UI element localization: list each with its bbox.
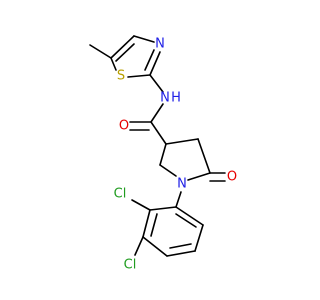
atom-n-thiazole: N bbox=[155, 37, 165, 52]
bond-nh-carbonyl bbox=[150, 103, 164, 123]
bond-ph-c5-c6 bbox=[194, 224, 204, 252]
molecule-svg: S N N H O N O Cl Cl bbox=[89, 35, 237, 273]
atom-s: S bbox=[117, 69, 125, 84]
molecule-diagram: S N N H O N O Cl Cl bbox=[89, 35, 237, 273]
bond-n3-c2 bbox=[149, 51, 161, 76]
bond-c3-c4 bbox=[165, 138, 199, 145]
bond-ph-c4-c5 bbox=[166, 250, 196, 257]
bonds bbox=[89, 35, 226, 257]
bond-c4-n3 bbox=[133, 35, 155, 43]
atom-o-amide: O bbox=[119, 119, 129, 134]
bond-n3-c2-double bbox=[144, 49, 155, 71]
atom-o-lactam: O bbox=[227, 170, 237, 185]
bond-ph-c2-c3-double bbox=[150, 213, 158, 237]
bond-c5-n1 bbox=[187, 172, 211, 181]
bond-ph-c4-c5-double bbox=[169, 243, 192, 249]
bond-c2-c3 bbox=[159, 143, 167, 166]
bond-c2-s1 bbox=[127, 74, 151, 78]
bond-c5-c4 bbox=[110, 35, 135, 59]
bond-c5-c4-double bbox=[115, 43, 135, 62]
bond-methyl bbox=[89, 44, 112, 59]
bond-ph-c1-c2 bbox=[149, 206, 177, 211]
atom-cl-1: Cl bbox=[114, 187, 127, 202]
atom-h-amide: H bbox=[171, 91, 181, 106]
bond-c2-nh bbox=[149, 74, 164, 93]
bond-ph-c3-c4 bbox=[142, 236, 168, 257]
bond-ph-c2-c3 bbox=[142, 209, 151, 238]
bond-s1-c5 bbox=[110, 57, 117, 71]
bond-c4-c5 bbox=[197, 138, 211, 174]
atom-n-amide: N bbox=[160, 91, 170, 106]
atom-cl-2: Cl bbox=[124, 258, 137, 273]
atom-labels: S N N H O N O Cl Cl bbox=[114, 37, 237, 273]
bond-ph-cl1 bbox=[131, 199, 151, 211]
bond-ph-c6-c1 bbox=[175, 206, 204, 226]
bond-n1-c2 bbox=[159, 164, 177, 177]
bond-ph-c6-c1-double bbox=[175, 213, 197, 228]
atom-n-ring: N bbox=[177, 177, 187, 192]
bond-n1-phenyl bbox=[175, 191, 182, 208]
bond-ph-cl2 bbox=[134, 236, 144, 256]
bond-carbonyl-c3 bbox=[150, 121, 167, 145]
